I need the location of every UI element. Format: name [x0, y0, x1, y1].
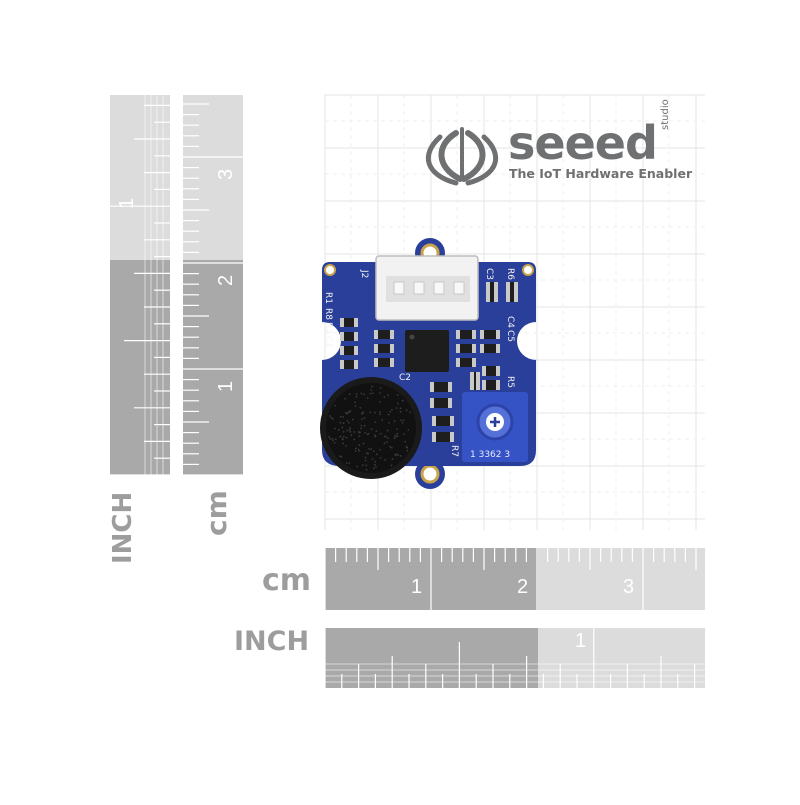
- silkscreen-label: C3: [484, 268, 494, 280]
- silkscreen-label: R8: [323, 308, 333, 320]
- bottom-cm-number-3: 3: [623, 576, 635, 598]
- silkscreen-label: R5: [505, 376, 515, 388]
- bottom-cm-ruler: [324, 548, 705, 610]
- silkscreen-label: R1: [323, 292, 333, 304]
- brand-name: seeed: [508, 116, 658, 170]
- smd-components: [340, 282, 518, 442]
- left-inch-label: INCH: [108, 491, 138, 564]
- left-cm-number-2: 2: [215, 274, 237, 286]
- brand-tagline: The IoT Hardware Enabler: [509, 166, 693, 181]
- amplifier-chip: [405, 330, 449, 372]
- silkscreen-label: R2: [323, 322, 333, 334]
- left-inch-number: 1: [116, 197, 138, 209]
- left-cm-number-3: 3: [215, 168, 237, 180]
- seeed-logo-icon: [426, 127, 498, 186]
- brand-block: seeed studio The IoT Hardware Enabler: [430, 99, 700, 190]
- silkscreen-label: R7: [449, 445, 459, 457]
- bottom-cm-number-2: 2: [517, 576, 529, 598]
- silkscreen-label: C1: [323, 336, 333, 348]
- brand-sub: studio: [660, 99, 671, 130]
- left-inch-ruler: [110, 95, 170, 476]
- potentiometer-label: 1 3362 3: [470, 450, 510, 460]
- silkscreen-label: C5: [505, 330, 515, 342]
- bottom-inch-label: INCH: [234, 626, 310, 657]
- left-cm-number-1: 1: [215, 380, 237, 392]
- bottom-cm-number-1: 1: [411, 576, 423, 598]
- silkscreen-label: C2: [399, 373, 411, 383]
- bottom-inch-ruler: [324, 628, 705, 688]
- left-cm-label: cm: [200, 490, 233, 536]
- bottom-inch-number: 1: [575, 630, 587, 652]
- bottom-cm-label: cm: [262, 563, 312, 598]
- silkscreen-label: R6: [505, 268, 515, 280]
- silkscreen-label: C4: [505, 316, 515, 328]
- left-cm-ruler: [183, 95, 243, 476]
- silkscreen-label: J2: [359, 269, 369, 278]
